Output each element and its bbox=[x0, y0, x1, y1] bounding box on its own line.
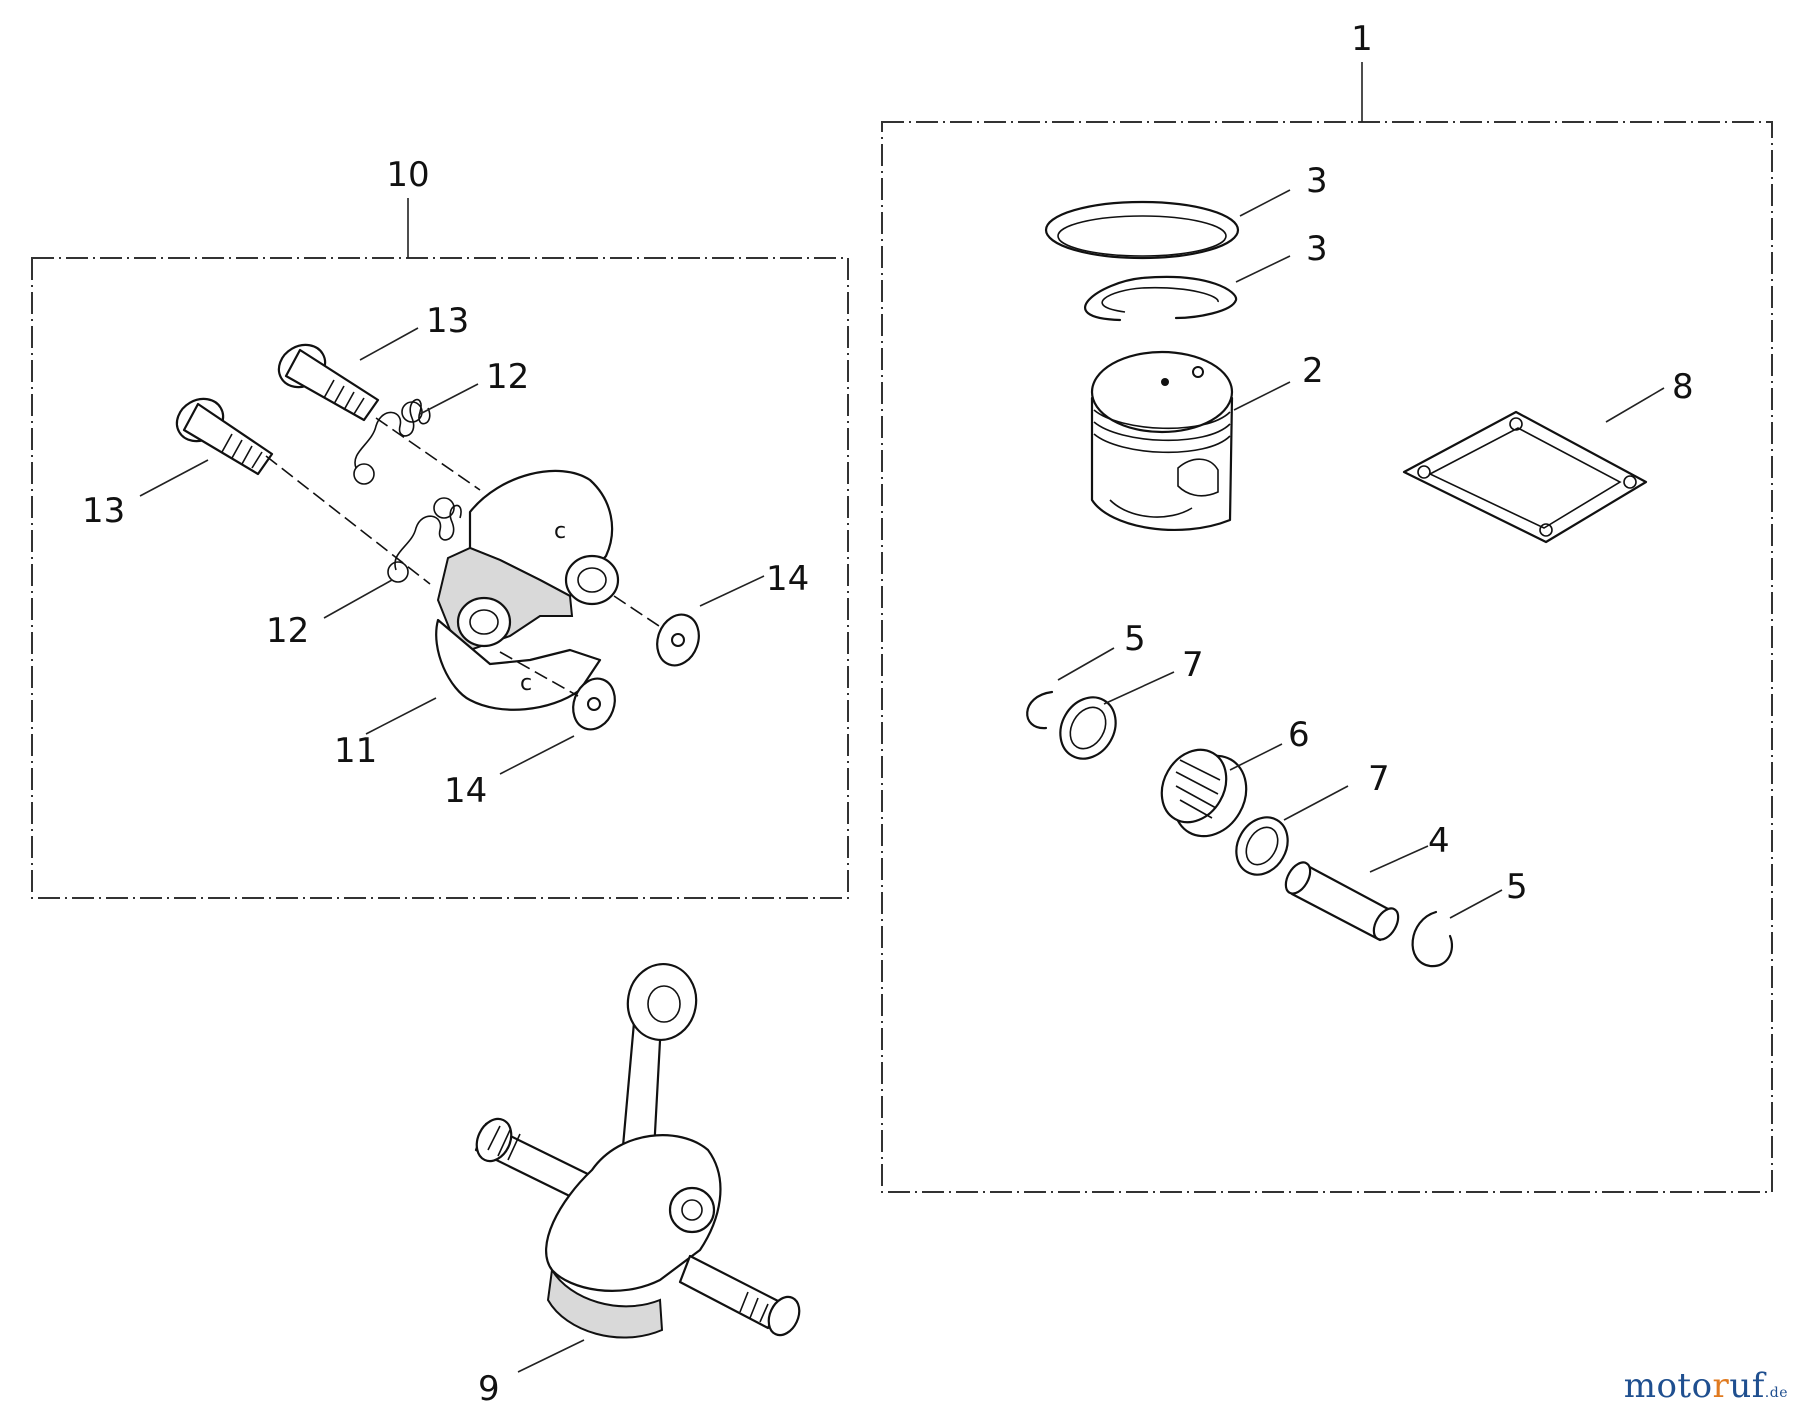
callout-9: 9 bbox=[478, 1369, 500, 1409]
callout-6: 6 bbox=[1288, 715, 1310, 755]
leader-4 bbox=[1369, 845, 1429, 873]
callout-13b: 13 bbox=[82, 491, 125, 531]
leader-2 bbox=[1233, 381, 1291, 411]
callout-3a: 3 bbox=[1306, 161, 1328, 201]
callout-8: 8 bbox=[1672, 367, 1694, 407]
assembly-line-washer-upper bbox=[613, 595, 663, 629]
piston-kit-frame bbox=[881, 121, 1773, 1193]
leader-6 bbox=[1229, 743, 1283, 771]
clutch-stud-lower bbox=[175, 397, 274, 476]
leader-9 bbox=[517, 1339, 585, 1373]
clutch-shoe: c c bbox=[435, 469, 620, 711]
clutch-assembly-frame bbox=[31, 257, 849, 899]
svg-text:c: c bbox=[520, 671, 532, 696]
callout-7a: 7 bbox=[1182, 645, 1204, 685]
thrust-washer-left bbox=[1059, 696, 1117, 760]
leader-5a bbox=[1057, 647, 1115, 681]
piston bbox=[1090, 350, 1234, 531]
leader-13a bbox=[359, 327, 419, 361]
assembly-line-stud-upper bbox=[375, 417, 481, 491]
circlip-right bbox=[1411, 910, 1454, 968]
crankshaft bbox=[474, 963, 801, 1339]
leader-12a bbox=[419, 383, 479, 415]
circlip-left bbox=[1026, 690, 1054, 730]
leader-7b bbox=[1283, 785, 1349, 821]
leader-14b bbox=[499, 735, 575, 775]
thrust-washer-right bbox=[1235, 816, 1289, 876]
svg-text:c: c bbox=[554, 519, 566, 544]
leader-14a bbox=[699, 575, 765, 607]
clutch-washer-upper bbox=[656, 613, 700, 667]
clutch-stud-upper bbox=[277, 343, 380, 422]
leader-3b bbox=[1235, 255, 1291, 283]
callout-2: 2 bbox=[1302, 351, 1324, 391]
leader-12b bbox=[323, 579, 393, 619]
callout-12a: 12 bbox=[486, 357, 529, 397]
cylinder-gasket bbox=[1402, 410, 1648, 544]
callout-5a: 5 bbox=[1124, 619, 1146, 659]
callout-11: 11 bbox=[334, 731, 377, 771]
leader-7a bbox=[1103, 671, 1175, 705]
callout-3b: 3 bbox=[1306, 229, 1328, 269]
assembly-line-stud-lower bbox=[265, 455, 431, 585]
clutch-spring-upper bbox=[353, 398, 431, 485]
callout-5b: 5 bbox=[1506, 867, 1528, 907]
callout-14a: 14 bbox=[766, 559, 809, 599]
callout-10: 10 bbox=[386, 155, 429, 195]
leader-11 bbox=[365, 697, 437, 735]
callout-13a: 13 bbox=[426, 301, 469, 341]
piston-pin bbox=[1284, 861, 1400, 942]
clutch-washer-lower bbox=[572, 677, 616, 731]
clutch-spring-lower bbox=[387, 497, 462, 583]
callout-1: 1 bbox=[1351, 19, 1373, 59]
piston-ring-lower bbox=[1084, 275, 1238, 322]
callout-12b: 12 bbox=[266, 611, 309, 651]
site-watermark-logo: motoruf.de bbox=[1623, 1366, 1788, 1406]
callout-14b: 14 bbox=[444, 771, 487, 811]
callout-4: 4 bbox=[1428, 821, 1450, 861]
piston-ring-upper bbox=[1044, 200, 1240, 260]
needle-bearing bbox=[1160, 748, 1248, 838]
leader-3a bbox=[1239, 189, 1291, 217]
assembly-line-washer-lower bbox=[499, 651, 579, 697]
leader-8 bbox=[1605, 387, 1665, 423]
leader-13b bbox=[139, 459, 209, 497]
callout-7b: 7 bbox=[1368, 759, 1390, 799]
leader-5b bbox=[1449, 889, 1503, 919]
